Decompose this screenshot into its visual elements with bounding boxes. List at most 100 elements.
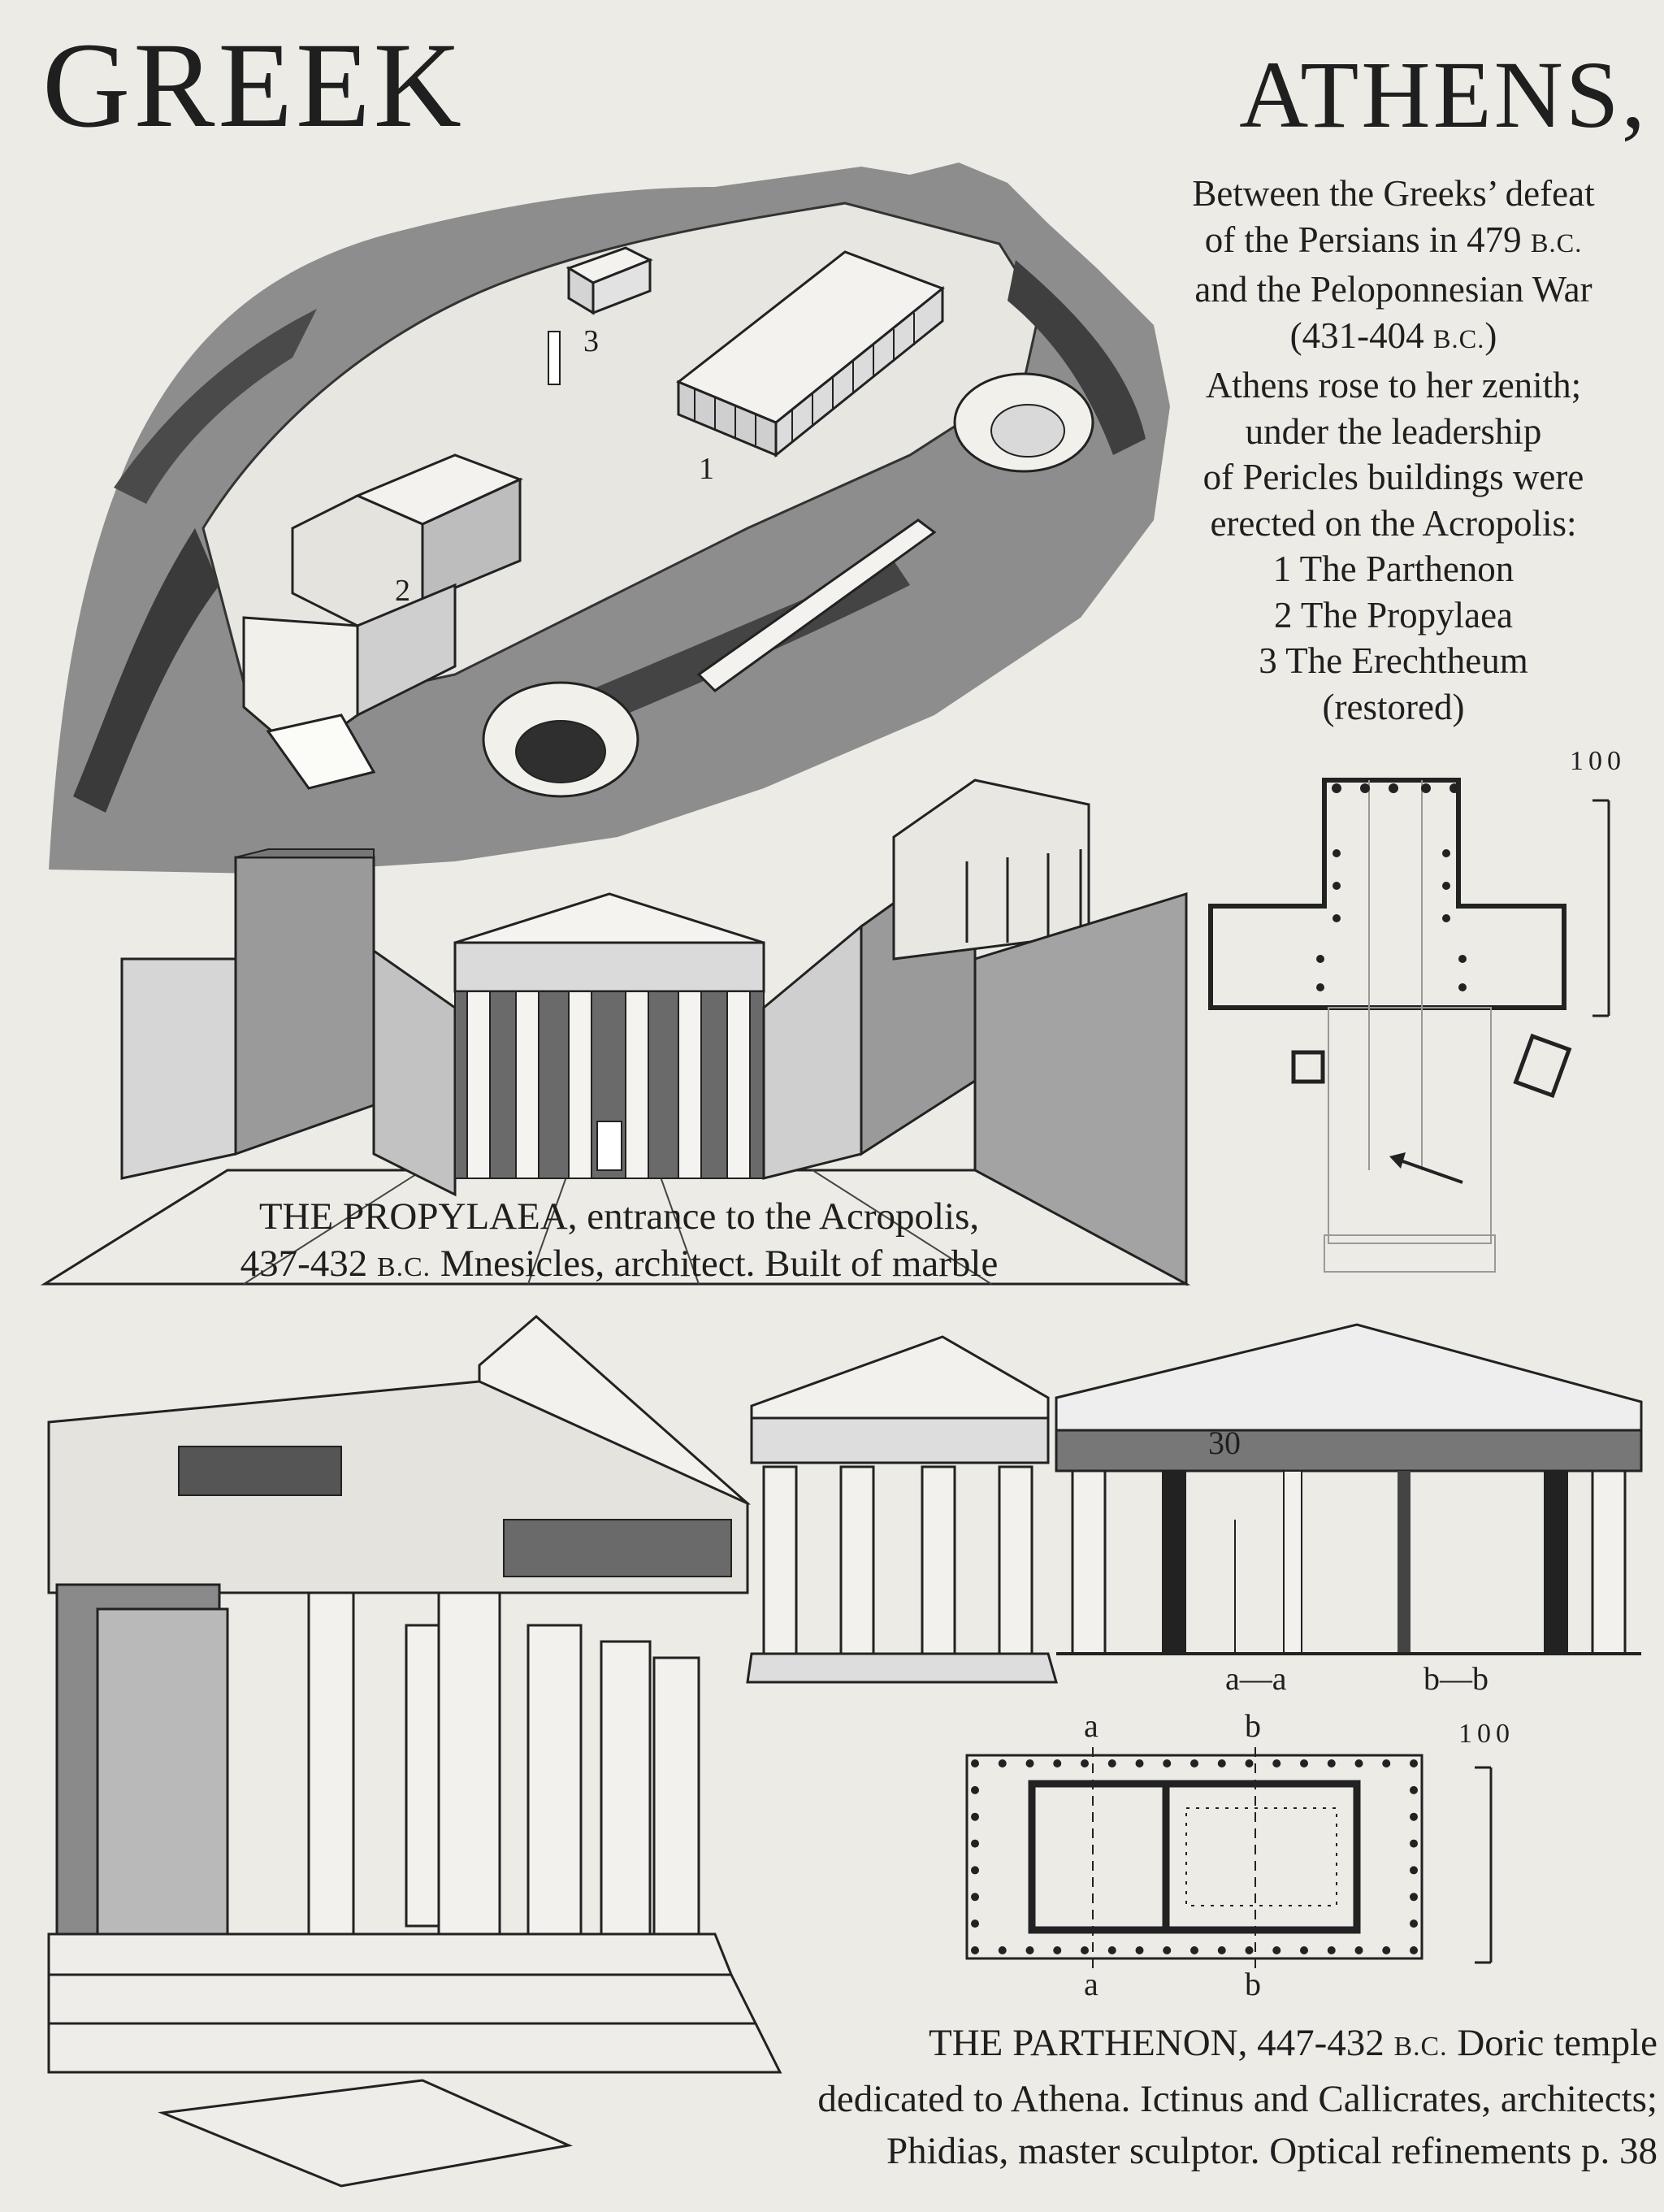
nike-temple: [892, 779, 1090, 961]
shadow-stroke: [1008, 260, 1146, 455]
plan-column-dot: [1135, 1946, 1144, 1954]
plan-inner-colonnade: [1185, 1807, 1337, 1906]
intro-line: and the Peloponnesian War: [1194, 269, 1592, 310]
stoa: [696, 518, 937, 692]
bastion-wall: [973, 891, 1188, 1286]
intro-line: under the leadership: [1245, 410, 1542, 452]
intro-text: Between the Greeks’ defeat of the Persia…: [1146, 171, 1641, 730]
elevation-entablature: [750, 1416, 1050, 1464]
intro-line: 1 The Parthenon: [1272, 549, 1514, 589]
plan-column-dot: [971, 1759, 979, 1767]
section-aa-label: a—a: [1225, 1660, 1287, 1697]
propylaea-caption-line-1: THE PROPYLAEA, entrance to the Acropolis…: [258, 1195, 980, 1238]
plan-column-dot: [1245, 1946, 1254, 1954]
plan-column-dot: [1190, 1759, 1198, 1767]
plan-column-dot: [1354, 1759, 1363, 1767]
left-wing-base: [120, 957, 237, 1180]
bastion: [266, 713, 376, 790]
plan-column-dot: [1163, 1946, 1172, 1954]
plan-column-dot: [1217, 1759, 1226, 1767]
propylaea-plan-guides: [1324, 780, 1496, 1273]
bc-mark: B.C.: [1393, 2032, 1448, 2062]
intro-line: Between the Greeks’ defeat: [1192, 173, 1595, 214]
page-title-right: ATHENS,: [1239, 41, 1648, 148]
parthenon-side: [774, 285, 944, 458]
odeon-orchestra: [990, 404, 1065, 458]
intro-line: of the Persians in 479 B.C.: [1146, 217, 1641, 267]
plan-peristyle-columns: [971, 1759, 1418, 1954]
plan-column-dot: [1081, 1946, 1089, 1954]
frieze: [503, 1519, 732, 1577]
section-roof: [1055, 1323, 1643, 1432]
parthenon-caption: THE PARTHENON, 447-432 B.C. Doric temple…: [658, 2017, 1658, 2177]
label-propylaea-number: 2: [395, 574, 410, 608]
intro-line: Athens rose to her zenith;: [1205, 365, 1582, 406]
plan-column-dot: [1107, 1946, 1116, 1954]
parthenon-scale-label: 100: [1458, 1719, 1514, 1749]
caption-part: Mnesicles, architect. Built of marble: [431, 1243, 999, 1285]
plan-column-dot: [1135, 1759, 1144, 1767]
plan-cella: [1028, 1780, 1361, 1934]
caption-part: THE PARTHENON, 447-432: [929, 2022, 1394, 2064]
section-wall-left: [1162, 1471, 1186, 1654]
intro-line: (431-404 B.C.): [1146, 313, 1641, 363]
plan-pedestal: [1291, 1050, 1325, 1084]
parthenon-caption-line-2: dedicated to Athena. Ictinus and Callicr…: [817, 2078, 1658, 2120]
plan-column-dot: [1410, 1812, 1418, 1821]
propylaea-door: [596, 1121, 622, 1171]
plan-column-dot: [971, 1812, 979, 1821]
intro-text-part: (431-404: [1289, 314, 1433, 356]
plan-column-dot: [1025, 1946, 1034, 1954]
plan-a-top-label: a: [1084, 1707, 1098, 1744]
plan-column-dot: [1382, 1946, 1391, 1954]
parthenon-columns: [694, 313, 915, 445]
plan-nike-temple: [1513, 1033, 1572, 1099]
intro-line: 2 The Propylaea: [1273, 594, 1514, 635]
plan-column-dot: [1410, 1919, 1418, 1928]
bc-mark: B.C.: [1530, 228, 1583, 258]
left-wing-top: [235, 848, 375, 858]
plan-column-dot: [1300, 1759, 1308, 1767]
plan-column-dot: [971, 1893, 979, 1902]
plan-column-dot: [1327, 1946, 1336, 1954]
intro-line: erected on the Acropolis:: [1210, 502, 1577, 544]
propylaea-wing-side: [356, 583, 457, 718]
intro-line: 3 The Erechtheum: [1259, 640, 1528, 681]
plan-column-dot: [1025, 1759, 1034, 1767]
plan-column-dot: [1382, 1759, 1391, 1767]
plan-column-dot: [1190, 1946, 1198, 1954]
shadow-stroke: [114, 309, 317, 504]
plan-column-dot: [1410, 1946, 1418, 1954]
plan-column-dot: [971, 1866, 979, 1875]
label-erechtheum-number: 3: [583, 324, 599, 358]
caption-part: 437-432: [240, 1243, 378, 1285]
page-title-left: GREEK: [42, 18, 465, 153]
plan-arrow-head: [1389, 1152, 1406, 1169]
corner-columns: [307, 1591, 700, 1936]
plan-b-top-label: b: [1245, 1707, 1261, 1744]
plan-column-dot: [1217, 1946, 1226, 1954]
propylaea-scale-label: 100: [1570, 746, 1626, 776]
plan-column-dot: [1053, 1946, 1062, 1954]
section-height-label: 30: [1208, 1425, 1241, 1461]
section-entablature: [1055, 1429, 1643, 1472]
bc-mark: B.C.: [1432, 324, 1485, 354]
parthenon-caption-line-1: THE PARTHENON, 447-432 B.C. Doric temple: [658, 2017, 1658, 2073]
elevation-pediment: [750, 1335, 1050, 1420]
plan-arrow-shaft: [1393, 1156, 1463, 1184]
propylaea-caption: THE PROPYLAEA, entrance to the Acropolis…: [148, 1193, 1090, 1291]
plan-column-dot: [1272, 1759, 1281, 1767]
plan-a-bottom-label: a: [1084, 1966, 1098, 2002]
plan-column-dot: [971, 1946, 979, 1954]
coffered-ceiling: [178, 1446, 342, 1496]
plan-b-bottom-label: b: [1245, 1966, 1261, 2002]
bronze-door: [96, 1607, 229, 1936]
propylaea-caption-line-2: 437-432 B.C. Mnesicles, architect. Built…: [148, 1240, 1090, 1291]
intro-text-part: of the Persians in 479: [1204, 219, 1531, 260]
plan-column-dot: [1410, 1893, 1418, 1902]
plan-column-dot: [1410, 1866, 1418, 1875]
intro-text-part: ): [1484, 314, 1497, 356]
